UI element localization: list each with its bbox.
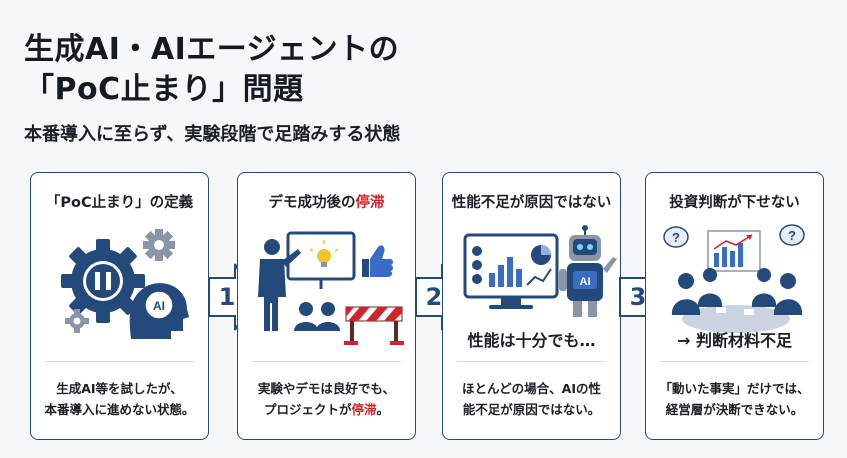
svg-text:?: ? (788, 228, 796, 243)
title-line-1: 生成AI・AIエージェントの (24, 32, 400, 67)
title-line-2: 「PoC止まり」問題 (24, 72, 304, 107)
page-title: 生成AI・AIエージェントの 「PoC止まり」問題 (24, 30, 399, 110)
card-body: ほとんどの場合、AIの性 能不足が原因ではない。 (449, 378, 614, 420)
card-title: 「PoC止まり」の定義 (45, 195, 194, 211)
meeting-illustration: ? ? (663, 224, 805, 333)
highlight-text: 停滞 (351, 402, 377, 417)
card-divider (457, 361, 606, 362)
card-body-line-2: 本番導入に進めない状態。 (44, 402, 195, 417)
card-title: 投資判断が下せない (669, 195, 800, 211)
svg-text:?: ? (672, 230, 680, 245)
card-title: デモ成功後の停滞 (268, 195, 385, 211)
gear-icon (65, 309, 89, 333)
presentation-illustration (258, 231, 404, 345)
card-body: 実験やデモは良好でも、 プロジェクトが停滞。 (244, 378, 409, 420)
question-icon: ? (779, 224, 805, 246)
card-body-line-1: 生成AI等を試したが、 (56, 381, 183, 396)
step-card-demo-stall: デモ成功後の停滞 (237, 172, 416, 440)
card-body-line-2: 経営層が決断できない。 (665, 402, 804, 417)
step-card-poc-definition: 「PoC止まり」の定義 (30, 172, 209, 440)
card-divider (45, 361, 194, 362)
big-label: 性能は十分でも… (467, 331, 596, 350)
card-divider (660, 361, 809, 362)
robot-icon: AI (559, 225, 617, 317)
card-body: 生成AI等を試したが、 本番導入に進めない状態。 (37, 378, 202, 420)
big-label: → 判断材料不足 (677, 331, 792, 350)
card-title: 性能不足が原因ではない (451, 195, 612, 211)
card-body-line-1: 「動いた事実」だけでは、 (659, 381, 810, 396)
card-body-line-2: 能不足が原因ではない。 (462, 402, 601, 417)
barrier-icon (344, 306, 404, 345)
brain-ai-icon: AI (129, 283, 189, 339)
presenter-icon (258, 239, 301, 331)
audience-icon (294, 302, 340, 331)
step-number: 2 (425, 283, 443, 311)
thumbs-up-icon (362, 245, 393, 277)
question-icon: ? (663, 226, 689, 248)
card-body-line-2: プロジェクトが停滞。 (263, 402, 390, 417)
meeting-icon (671, 268, 803, 333)
gear-icon (61, 239, 145, 323)
card-body: 「動いた事実」だけでは、 経営層が決断できない。 (652, 378, 817, 420)
card-body-line-1: 実験やデモは良好でも、 (257, 381, 396, 396)
step-card-investment-decision: 投資判断が下せない ? ? (645, 172, 824, 440)
lightbulb-icon (309, 240, 339, 267)
page-subtitle: 本番導入に至らず、実験段階で足踏みする状態 (24, 124, 401, 145)
gear-icon (143, 229, 175, 261)
monitor-robot-illustration: AI (463, 225, 617, 317)
step-card-not-performance: 性能不足が原因ではない (442, 172, 621, 440)
step-number: 3 (629, 283, 647, 311)
highlight-text: 停滞 (355, 195, 385, 211)
gear-brain-illustration: AI (61, 229, 189, 339)
robot-label: AI (580, 276, 591, 288)
card-body-line-1: ほとんどの場合、AIの性 (462, 381, 601, 396)
ai-badge-text: AI (153, 299, 165, 313)
chart-board (707, 230, 761, 272)
step-number: 1 (218, 283, 236, 311)
card-divider (252, 361, 401, 362)
monitor-chart-icon (463, 233, 559, 309)
